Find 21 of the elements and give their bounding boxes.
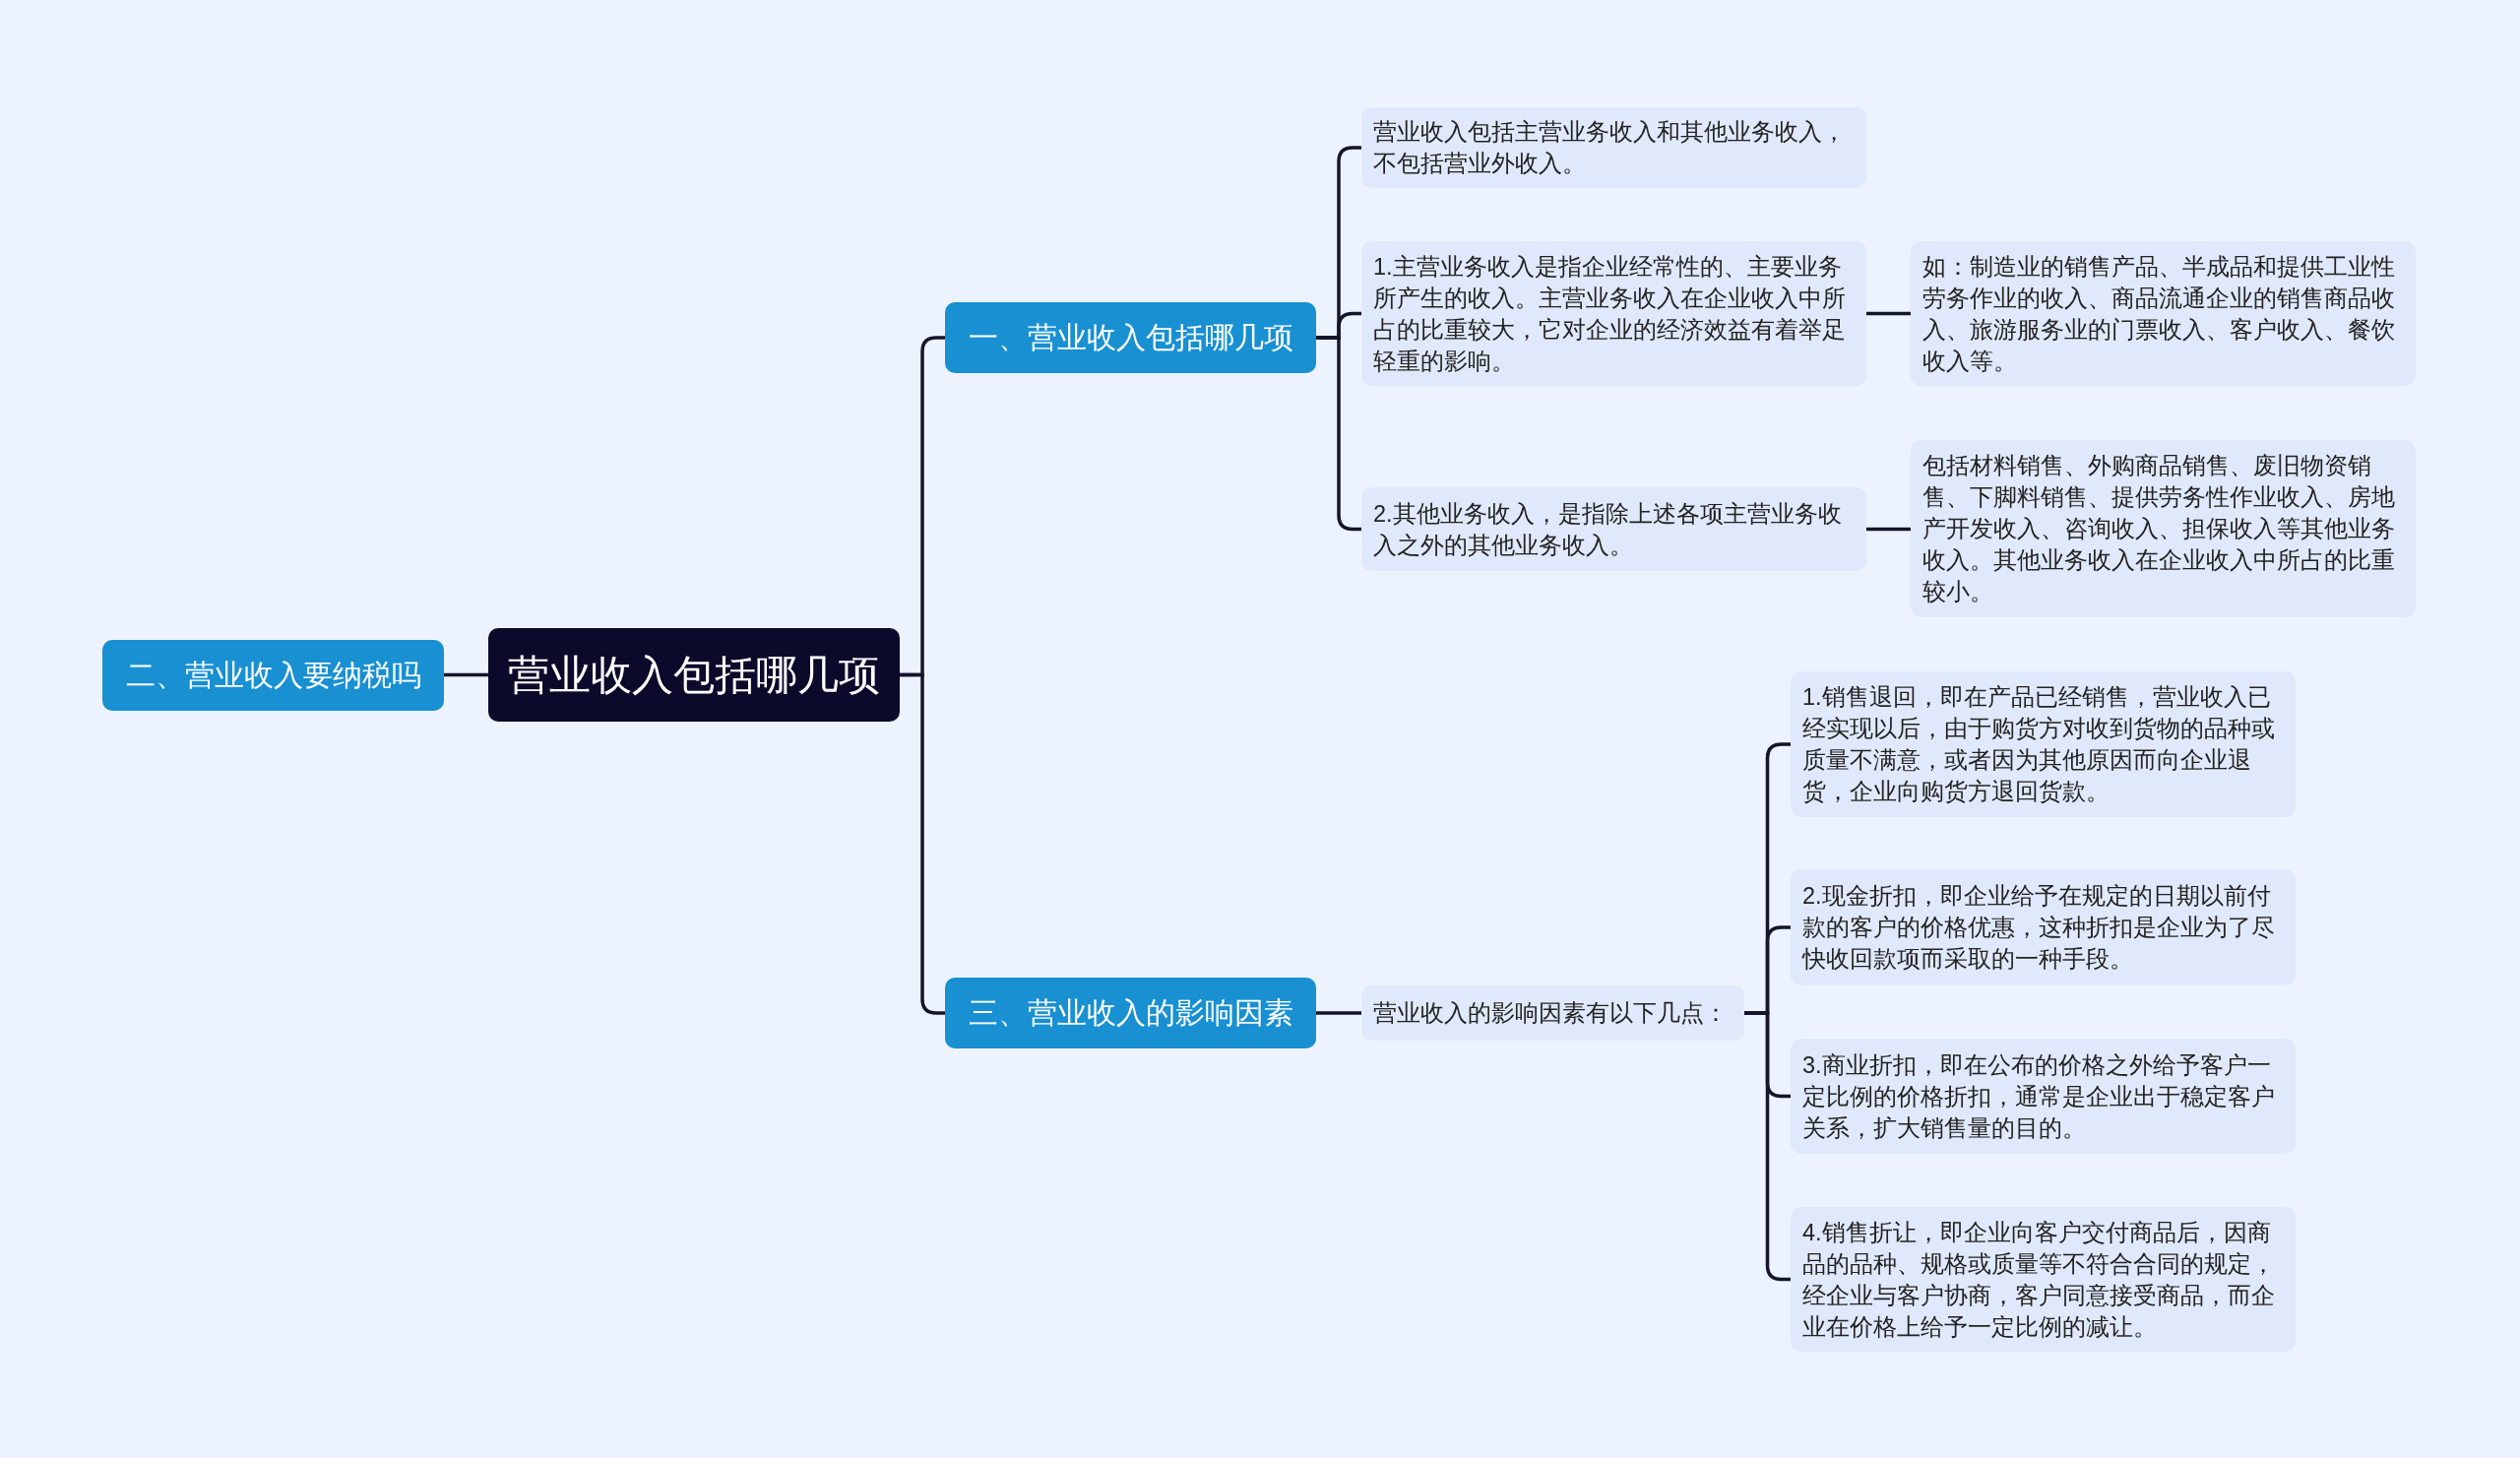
text-box: 1.主营业务收入是指企业经常性的、主要业务所产生的收入。主营业务收入在企业收入中所占的比重较大，它对企业的经济效益有着举足轻重的影响。 xyxy=(1361,241,1866,386)
connector-line xyxy=(444,672,488,677)
text-box: 营业收入包括主营业务收入和其他业务收入，不包括营业外收入。 xyxy=(1361,107,1866,188)
text-box: 4.销售折让，即企业向客户交付商品后，因商品的品种、规格或质量等不符合合同的规定，经企业与客户协商，客户同意接受商品，而企业在价格上给予一定比例的减让。 xyxy=(1791,1207,2296,1352)
connector-line xyxy=(900,672,945,1015)
connector-line xyxy=(1866,527,1911,532)
topic-box: 二、营业收入要纳税吗 xyxy=(102,640,444,711)
text-box: 包括材料销售、外购商品销售、废旧物资销售、下脚料销售、提供劳务性作业收入、房地产开发收入、咨询收入、担保收入等其他业务收入。其他业务收入在企业收入中所占的比重较小。 xyxy=(1911,440,2416,617)
connector-line xyxy=(1316,336,1361,532)
connector-line xyxy=(1316,1011,1361,1015)
text-box: 3.商业折扣，即在公布的价格之外给予客户一定比例的价格折扣，通常是企业出于稳定客户关系，扩大销售量的目的。 xyxy=(1791,1039,2296,1154)
topic-box: 一、营业收入包括哪几项 xyxy=(945,302,1316,373)
connector-line xyxy=(1744,1011,1791,1282)
topic-box: 三、营业收入的影响因素 xyxy=(945,978,1316,1048)
central-topic: 营业收入包括哪几项 xyxy=(488,628,900,722)
connector-line xyxy=(1866,311,1911,316)
text-box: 2.其他业务收入，是指除上述各项主营业务收入之外的其他业务收入。 xyxy=(1361,487,1866,571)
text-box: 2.现金折扣，即企业给予在规定的日期以前付款的客户的价格优惠，这种折扣是企业为了尽快收回款项而采取的一种手段。 xyxy=(1791,869,2296,985)
text-box: 如：制造业的销售产品、半成品和提供工业性劳务作业的收入、商品流通企业的销售商品收入、旅游服务业的门票收入、客户收入、餐饮收入等。 xyxy=(1911,241,2416,386)
text-box: 营业收入的影响因素有以下几点： xyxy=(1361,985,1744,1041)
text-box: 1.销售退回，即在产品已经销售，营业收入已经实现以后，由于购货方对收到货物的品种或质量不满意，或者因为其他原因而向企业退货，企业向购货方退回货款。 xyxy=(1791,671,2296,817)
